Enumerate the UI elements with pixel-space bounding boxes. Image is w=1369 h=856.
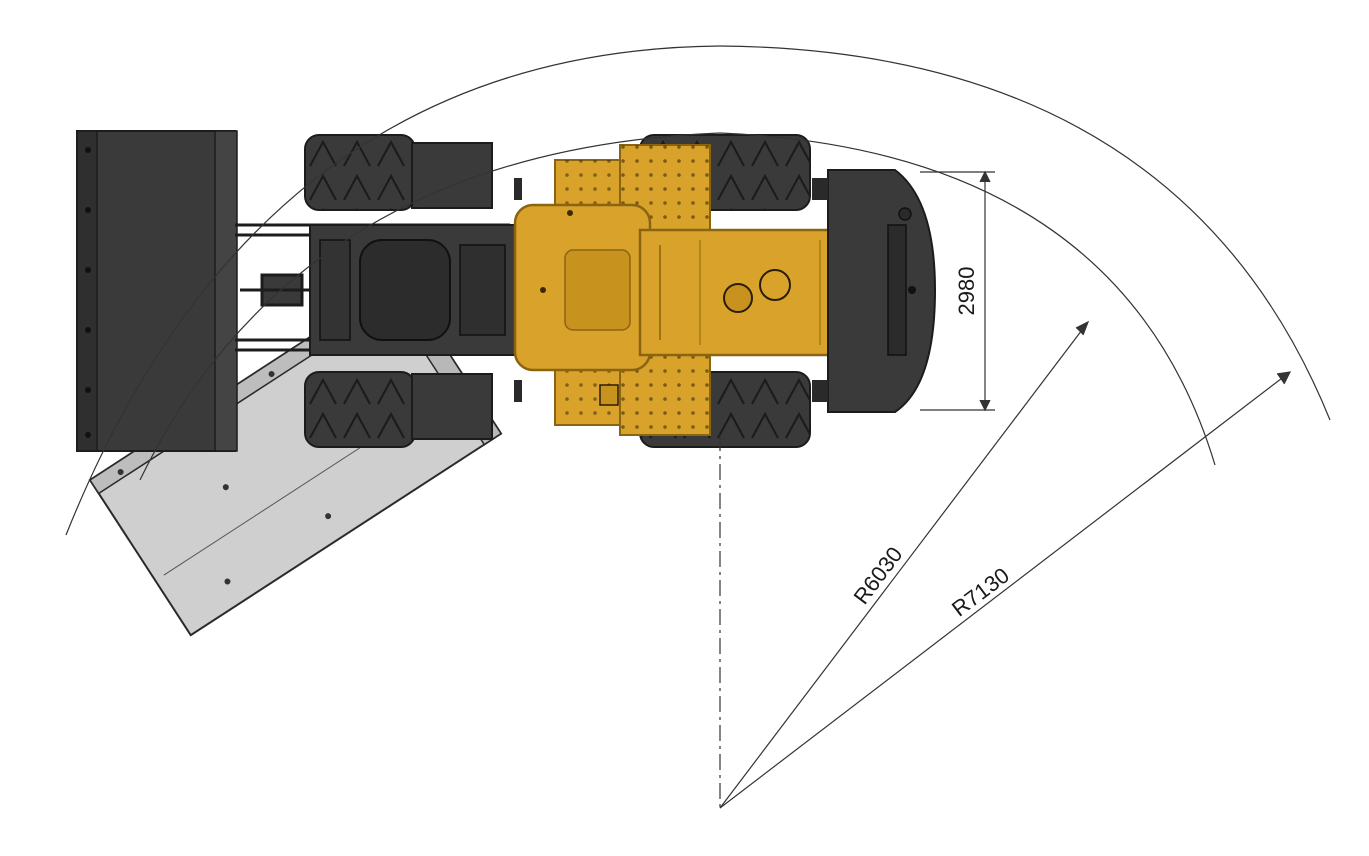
radius-lines xyxy=(719,320,1292,809)
counterweight xyxy=(812,169,937,413)
bucket xyxy=(76,130,238,452)
front-frame xyxy=(309,224,516,356)
outer-radius-label: R7130 xyxy=(947,563,1014,622)
width-dimension xyxy=(920,170,995,412)
front-right-tire xyxy=(304,371,493,448)
width-label: 2980 xyxy=(954,267,979,316)
mirrors xyxy=(514,178,522,402)
turning-arcs xyxy=(65,45,1331,536)
front-left-tire xyxy=(304,134,493,211)
